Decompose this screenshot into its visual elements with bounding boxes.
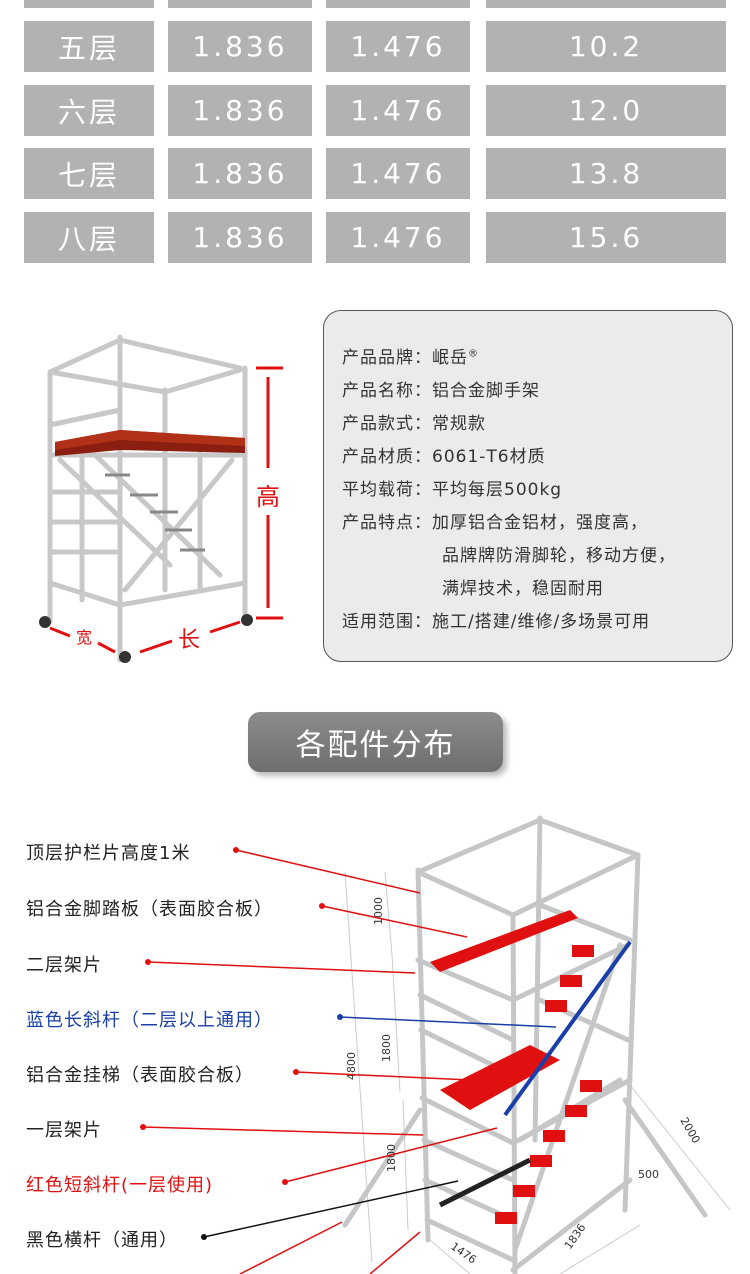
- brand-value: 岷岳: [432, 348, 468, 368]
- dim-mid: 1800: [380, 1034, 393, 1062]
- dim-base: 1800: [385, 1144, 398, 1172]
- info-value: 加厚铝合金铝材，强度高，: [432, 513, 648, 533]
- info-brand: 产品品牌：岷岳®: [342, 343, 479, 368]
- dim-top: 1000: [372, 897, 385, 925]
- info-material: 产品材质：6061-T6材质: [342, 442, 546, 467]
- info-name: 产品名称：铝合金脚手架: [342, 376, 540, 401]
- info-value: 6061-T6材质: [432, 447, 546, 467]
- info-value: 平均每层500kg: [432, 480, 563, 500]
- part-label-platform: 铝合金脚踏板（表面胶合板）: [26, 899, 273, 920]
- length-cell: 1.836: [168, 212, 312, 263]
- length-cell: 1.836: [168, 21, 312, 72]
- dim-outrigger-length: 2000: [677, 1115, 702, 1146]
- floor-cell: 八层: [24, 212, 154, 263]
- table-cell-partial: [24, 0, 154, 8]
- product-info-panel: 产品品牌：岷岳® 产品名称：铝合金脚手架 产品款式：常规款 产品材质：6061-…: [323, 310, 733, 662]
- width-cell: 1.476: [326, 21, 470, 72]
- registered-mark: ®: [468, 348, 479, 360]
- height-cell: 10.2: [486, 21, 726, 72]
- width-label: 宽: [76, 628, 92, 647]
- info-label: 产品名称：: [342, 381, 432, 401]
- part-label-black-bar: 黑色横杆（通用）: [26, 1230, 178, 1251]
- info-label: 产品材质：: [342, 447, 432, 467]
- length-label: 长: [178, 628, 200, 653]
- height-cell: 15.6: [486, 212, 726, 263]
- floor-cell: 七层: [24, 148, 154, 199]
- info-scope: 适用范围：施工/搭建/维修/多场景可用: [342, 607, 650, 632]
- info-load: 平均载荷：平均每层500kg: [342, 475, 562, 500]
- floor-cell: 六层: [24, 85, 154, 136]
- part-label-red-brace: 红色短斜杆(一层使用): [26, 1175, 214, 1196]
- info-label: 适用范围：: [342, 612, 432, 632]
- info-label: 产品特点：: [342, 513, 432, 533]
- dim-outrigger-spacing: 500: [638, 1168, 659, 1181]
- info-value: 铝合金脚手架: [432, 381, 540, 401]
- part-label-second-frame: 二层架片: [26, 955, 102, 976]
- info-label: 产品品牌：: [342, 348, 432, 368]
- info-value: 施工/搭建/维修/多场景可用: [432, 612, 651, 632]
- dim-length: 1836: [562, 1221, 589, 1251]
- part-label-first-frame: 一层架片: [26, 1120, 102, 1141]
- info-label: 产品款式：: [342, 414, 432, 434]
- height-label: 高: [256, 483, 280, 511]
- dim-total: 4800: [345, 1052, 358, 1080]
- table-cell-partial: [168, 0, 312, 8]
- floor-cell: 五层: [24, 21, 154, 72]
- width-cell: 1.476: [326, 85, 470, 136]
- table-cell-partial: [486, 0, 726, 8]
- info-label: 平均载荷：: [342, 480, 432, 500]
- info-style: 产品款式：常规款: [342, 409, 486, 434]
- info-features-line3: 满焊技术，稳固耐用: [442, 579, 604, 599]
- height-cell: 13.8: [486, 148, 726, 199]
- height-cell: 12.0: [486, 85, 726, 136]
- info-value: 常规款: [432, 414, 486, 434]
- length-cell: 1.836: [168, 85, 312, 136]
- width-cell: 1.476: [326, 212, 470, 263]
- table-cell-partial: [326, 0, 470, 8]
- section-title: 各配件分布: [248, 712, 503, 772]
- info-features: 产品特点：加厚铝合金铝材，强度高，: [342, 508, 648, 533]
- info-features-line2: 品牌牌防滑脚轮，移动方便，: [442, 546, 676, 566]
- part-label-top-guardrail: 顶层护栏片高度1米: [26, 843, 191, 864]
- width-cell: 1.476: [326, 148, 470, 199]
- length-cell: 1.836: [168, 148, 312, 199]
- part-label-blue-brace: 蓝色长斜杆（二层以上通用）: [26, 1010, 273, 1031]
- part-label-ladder: 铝合金挂梯（表面胶合板）: [26, 1065, 254, 1086]
